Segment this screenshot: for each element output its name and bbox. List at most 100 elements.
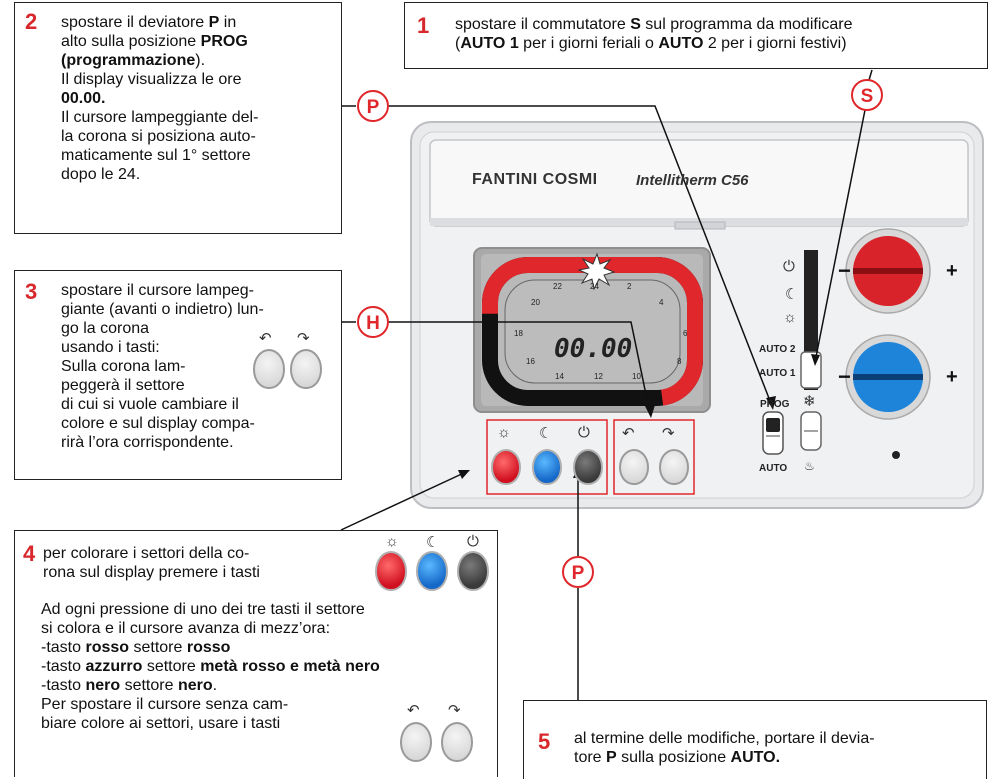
sun-icon: ☼	[497, 424, 511, 441]
back-icon: ↶	[622, 425, 635, 442]
forward-icon: ↷	[662, 425, 675, 442]
back-icon: ↶	[259, 330, 272, 347]
marker-h: H	[357, 306, 389, 338]
step-5-number: 5	[538, 729, 551, 754]
text-line: al termine delle modifiche, portare il d…	[574, 730, 875, 747]
display-ring-inner	[504, 279, 681, 384]
sun-icon: ☼	[385, 533, 399, 550]
knob-blue-minus: −	[838, 364, 851, 389]
nav-buttons-frame	[613, 419, 695, 495]
snowflake-icon: ❄	[803, 393, 816, 410]
device-button-red[interactable]	[491, 449, 521, 485]
step-3-button-forward	[290, 349, 322, 389]
forward-icon: ↷	[448, 702, 461, 719]
step-1-text: spostare il commutatore S sul programma …	[455, 15, 853, 53]
step-4-box: 4 per colorare i settori della co-rona s…	[14, 530, 498, 777]
text-line: -tasto rosso settore rosso	[41, 639, 231, 656]
moon-icon: ☾	[426, 534, 440, 551]
main-buttons-frame	[486, 419, 608, 495]
step-3-box: 3 spostare il cursore lampeg-giante (ava…	[14, 270, 342, 480]
text-line: spostare il cursore lampeg-	[61, 282, 254, 299]
step-4-text: Ad ogni pressione di uno dei tre tasti i…	[41, 600, 380, 733]
text-line: la corona si posiziona auto-	[61, 128, 256, 145]
arrow-h-head	[645, 405, 655, 418]
step-3-text: spostare il cursore lampeg-giante (avant…	[61, 281, 264, 452]
text-line: (programmazione).	[61, 52, 206, 69]
label-prog: PROG	[760, 399, 790, 410]
text-line: Per spostare il cursore senza cam-	[41, 696, 289, 713]
step-4-button-red	[375, 551, 407, 591]
step-4-button-blue	[416, 551, 448, 591]
step-4-button-forward	[441, 722, 473, 762]
cursor-star	[577, 252, 616, 291]
hour-label: 10	[632, 372, 641, 381]
step-1-box: 1 spostare il commutatore S sul programm…	[404, 2, 988, 69]
text-line: Sulla corona lam-	[61, 358, 186, 375]
hour-label: 16	[526, 357, 535, 366]
marker-p-top: P	[357, 90, 389, 122]
text-line: spostare il commutatore S sul programma …	[455, 16, 853, 33]
hour-label: 20	[531, 298, 540, 307]
flame-icon: ♨	[804, 459, 815, 473]
marker-p-bottom: P	[562, 556, 594, 588]
text-line: si colora e il cursore avanza di mezz’or…	[41, 620, 331, 637]
off-icon: ⏻	[783, 258, 795, 275]
text-line: 00.00.	[61, 90, 106, 107]
step-3-number: 3	[25, 279, 38, 304]
step-4-text-top: per colorare i settori della co-rona sul…	[43, 544, 260, 582]
model-name: Intellitherm C56	[636, 172, 749, 189]
moon-icon: ☾	[539, 425, 553, 442]
step-1-number: 1	[417, 13, 430, 38]
knob-red-minus: −	[838, 258, 851, 283]
connector-s-slider	[814, 109, 866, 363]
connector-h-nav	[388, 321, 651, 415]
off-icon: ⏻	[578, 424, 590, 441]
label-auto: AUTO	[759, 463, 788, 474]
device-button-back[interactable]	[619, 449, 649, 485]
connector-box4-red	[340, 471, 467, 531]
label-auto1: AUTO 1	[759, 368, 796, 379]
text-line: -tasto nero settore nero.	[41, 677, 218, 694]
step-4-button-back	[400, 722, 432, 762]
text-line: biare colore ai settori, usare i tasti	[41, 715, 281, 732]
back-icon: ↶	[407, 702, 420, 719]
device-button-blue[interactable]	[532, 449, 562, 485]
step-4-button-black	[457, 551, 489, 591]
off-icon: ⏻	[467, 533, 479, 550]
sun-icon: ☼	[783, 309, 797, 326]
display-time: 00.00	[554, 334, 633, 364]
text-line: (AUTO 1 per i giorni feriali o AUTO 2 pe…	[455, 35, 847, 52]
hour-label: 8	[677, 357, 682, 366]
text-line: rona sul display premere i tasti	[43, 564, 260, 581]
led-dot	[892, 451, 900, 459]
text-line: Il cursore lampeggiante del-	[61, 109, 259, 126]
text-line: go la corona	[61, 320, 150, 337]
text-line: colore e sul display compa-	[61, 415, 255, 432]
device-button-forward[interactable]	[659, 449, 689, 485]
hour-label: 22	[553, 282, 562, 291]
step-4-number: 4	[23, 541, 36, 566]
slider-p-knob	[766, 418, 780, 432]
device-button-black[interactable]	[573, 449, 603, 485]
hour-label: 14	[555, 372, 564, 381]
text-line: alto sulla posizione PROG	[61, 33, 248, 50]
hour-label: 6	[683, 329, 688, 338]
label-auto2: AUTO 2	[759, 344, 796, 355]
text-line: -tasto azzurro settore metà rosso e metà…	[41, 658, 380, 675]
knob-blue-groove	[853, 374, 923, 380]
step-5-box: 5 al termine delle modifiche, portare il…	[523, 700, 987, 779]
text-line: giante (avanti o indietro) lun-	[61, 301, 264, 318]
text-line: di cui si vuole cambiare il	[61, 396, 239, 413]
step-2-number: 2	[25, 9, 38, 34]
moon-icon: ☾	[785, 286, 799, 303]
text-line: spostare il deviatore P in	[61, 14, 237, 31]
hour-label: 2	[627, 282, 632, 291]
hour-label: 12	[594, 372, 603, 381]
text-line: dopo le 24.	[61, 166, 141, 183]
text-line: usando i tasti:	[61, 339, 160, 356]
hour-label: 18	[514, 329, 523, 338]
hour-label: 24	[590, 282, 599, 291]
step-2-text: spostare il deviatore P in alto sulla pos…	[61, 13, 258, 184]
text-line: maticamente sul 1° settore	[61, 147, 251, 164]
